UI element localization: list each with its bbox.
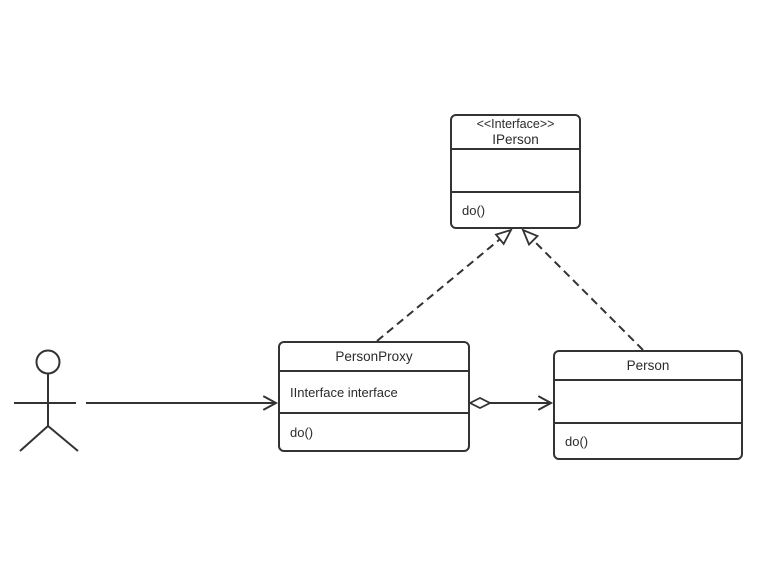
class-node-personproxy[interactable]: PersonProxy IInterface interface do() xyxy=(278,341,470,452)
personproxy-methods-section: do() xyxy=(280,414,468,450)
personproxy-attributes-section: IInterface interface xyxy=(280,372,468,414)
personproxy-method-label: do() xyxy=(290,424,314,440)
realization-arrow-person-to-iperson[interactable] xyxy=(521,228,644,351)
realization-arrow-proxy-to-iperson[interactable] xyxy=(376,228,513,342)
actor-figure[interactable] xyxy=(14,349,79,452)
class-node-person[interactable]: Person do() xyxy=(553,350,743,460)
iperson-header: <<Interface>> IPerson xyxy=(452,116,579,150)
iperson-methods-section: do() xyxy=(452,193,579,227)
personproxy-attribute-label: IInterface interface xyxy=(290,384,398,400)
person-name-label: Person xyxy=(626,357,670,373)
iperson-stereotype-label: <<Interface>> xyxy=(476,117,555,131)
person-header: Person xyxy=(555,352,741,381)
person-methods-section: do() xyxy=(555,424,741,458)
actor-right-leg-line xyxy=(47,425,79,452)
person-attributes-section xyxy=(555,381,741,424)
personproxy-name-label: PersonProxy xyxy=(335,348,413,364)
actor-head-icon xyxy=(35,349,61,375)
iperson-attributes-section xyxy=(452,150,579,193)
iperson-method-label: do() xyxy=(462,202,486,218)
iperson-name-label: IPerson xyxy=(492,132,539,147)
personproxy-header: PersonProxy xyxy=(280,343,468,372)
class-node-iperson[interactable]: <<Interface>> IPerson do() xyxy=(450,114,581,229)
actor-left-leg-line xyxy=(19,425,49,452)
person-method-label: do() xyxy=(565,433,589,449)
